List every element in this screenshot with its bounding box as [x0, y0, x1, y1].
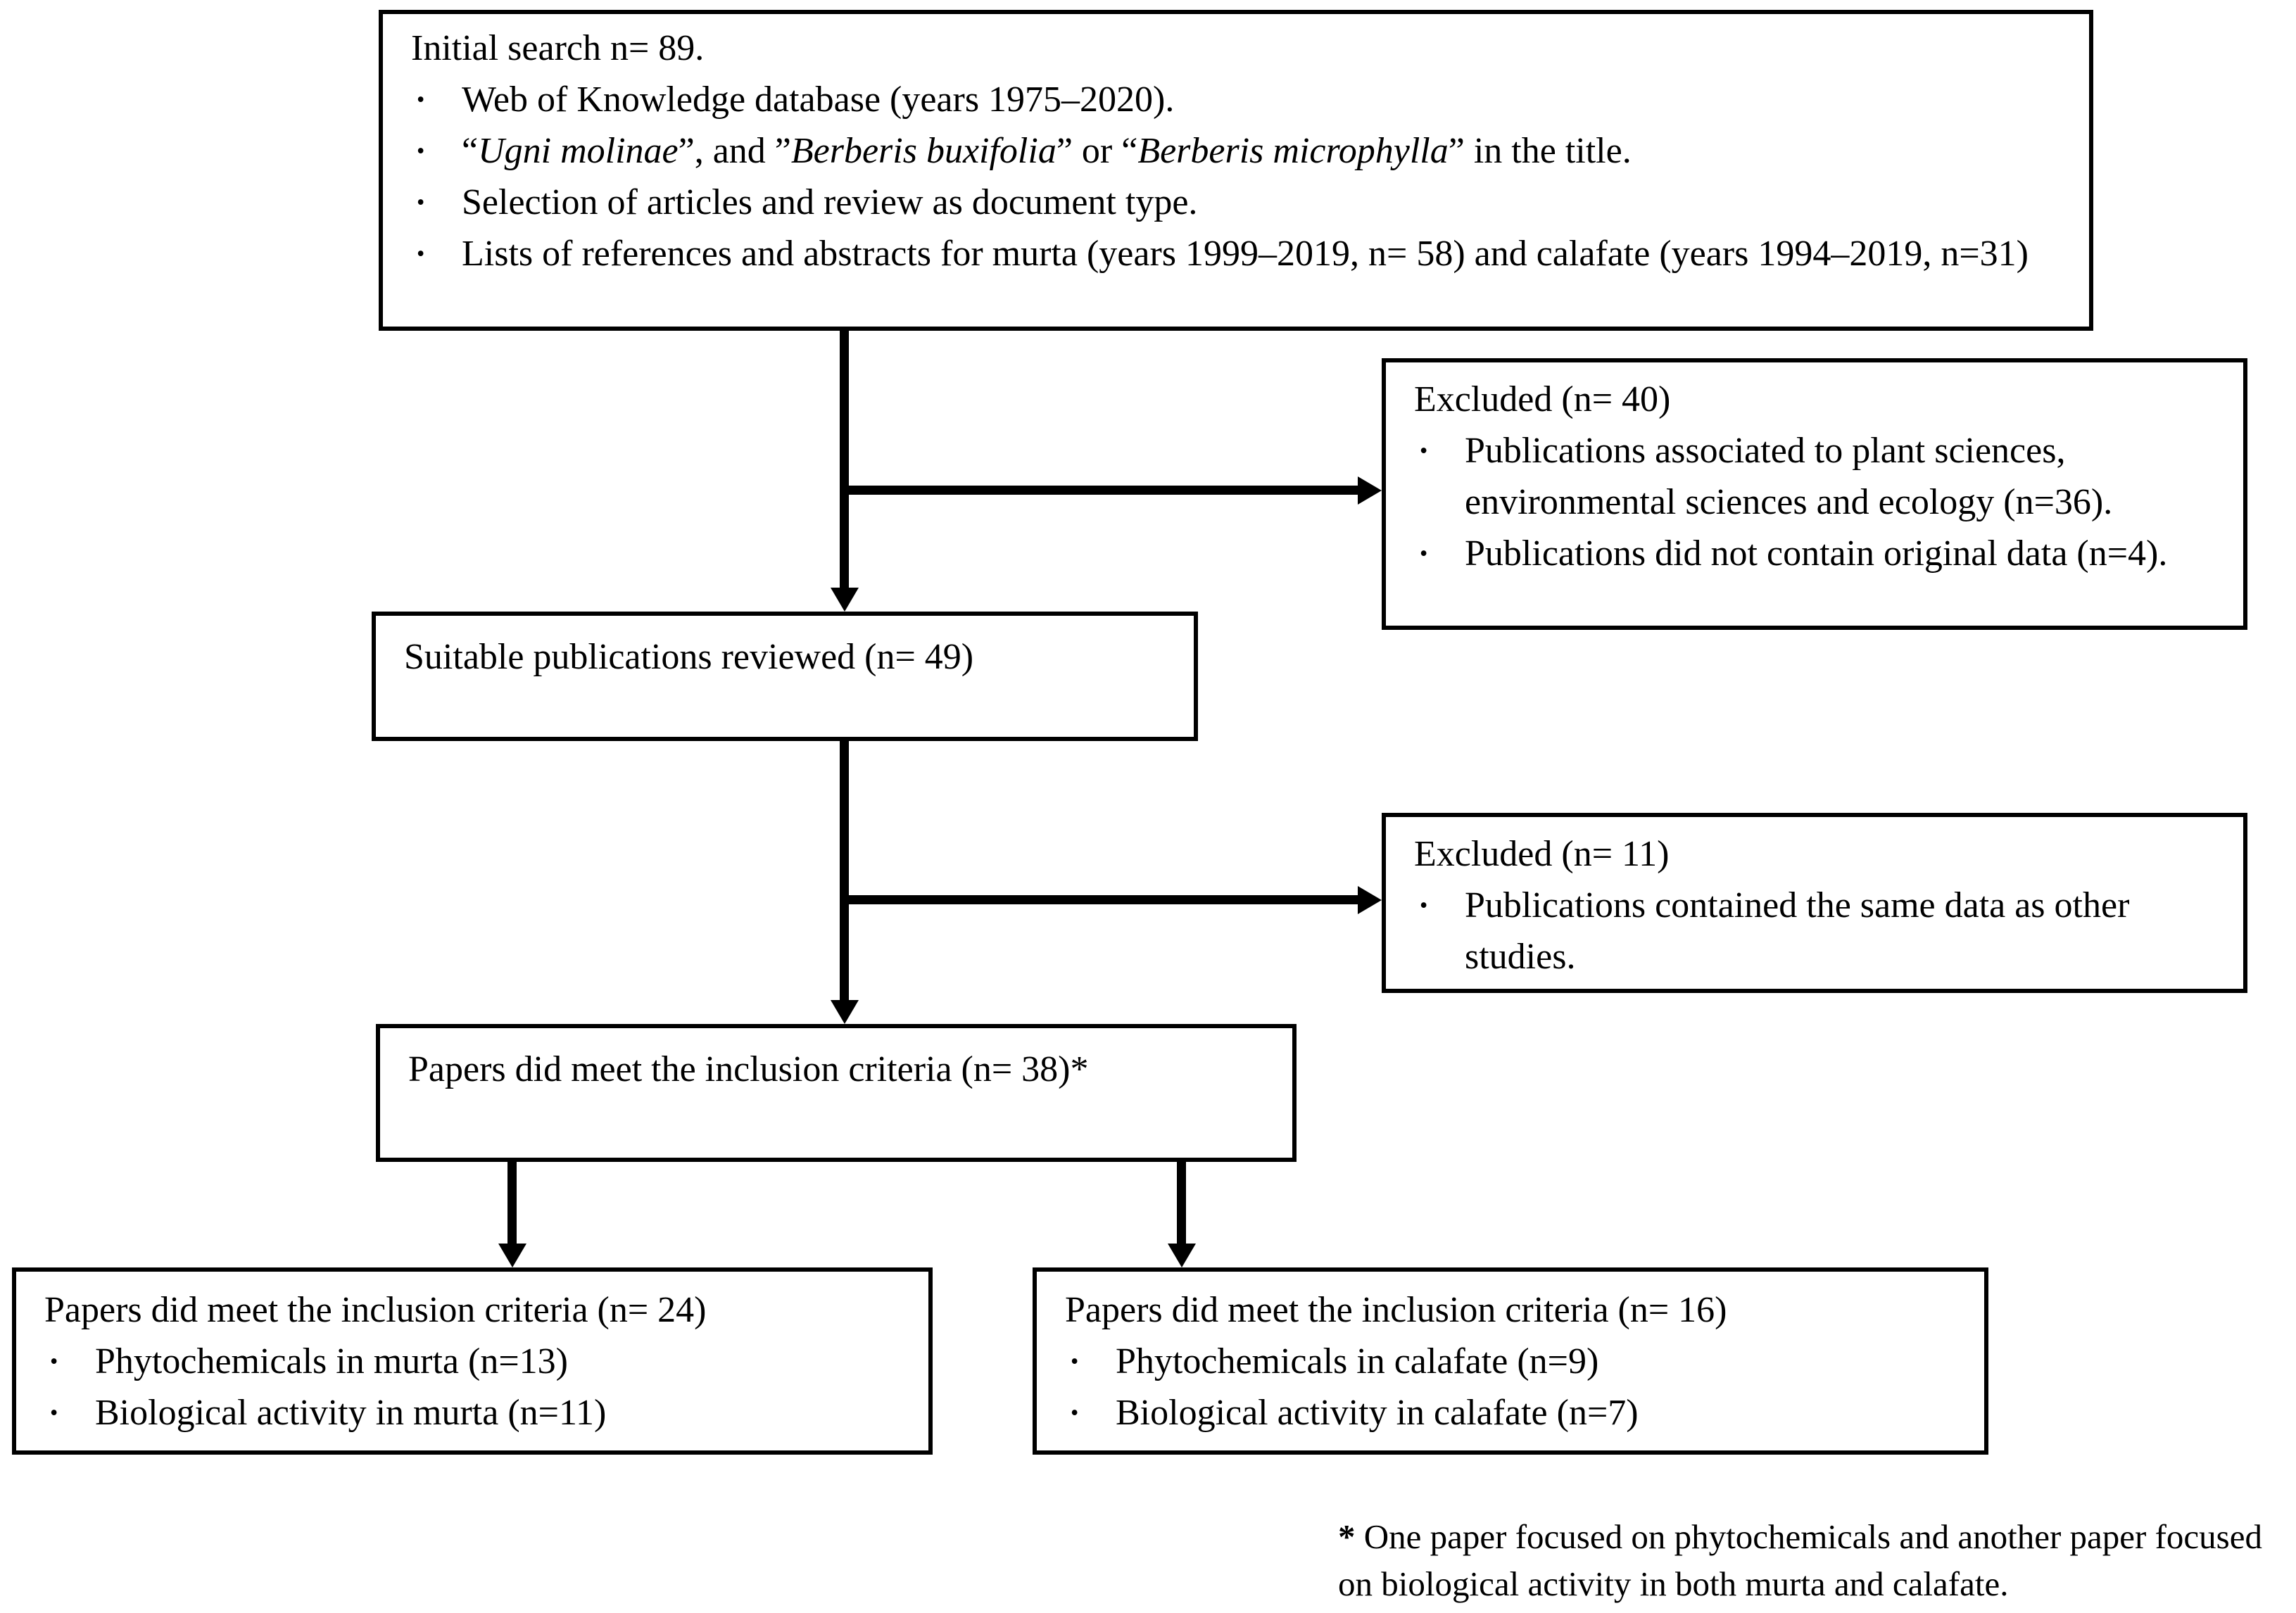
- bullet-dot: •: [417, 87, 425, 112]
- bullet-text: Biological activity in calafate (n=7): [1116, 1393, 1639, 1433]
- bullet-text: Biological activity in murta (n=11): [95, 1393, 607, 1433]
- connector-suitable-to-inclusion-line: [840, 740, 849, 1004]
- list-item: • Phytochemicals in murta (n=13): [44, 1336, 900, 1387]
- box-initial-search: Initial search n= 89. • Web of Knowledge…: [379, 10, 2093, 331]
- list-item: • “Ugni molinae”, and ”Berberis buxifoli…: [411, 125, 2061, 177]
- bullet-dot: •: [1420, 892, 1428, 918]
- connector-inclusion-to-calafate-line: [1177, 1160, 1186, 1246]
- box-inclusion-calafate-title: Papers did meet the inclusion criteria (…: [1065, 1290, 1727, 1330]
- bullet-dot: •: [50, 1348, 58, 1374]
- bullet-list: • Phytochemicals in murta (n=13) • Biolo…: [44, 1336, 900, 1438]
- bullet-text: Publications contained the same data as …: [1465, 885, 2130, 977]
- list-item: • Phytochemicals in calafate (n=9): [1065, 1336, 1956, 1387]
- bullet-text: Web of Knowledge database (years 1975–20…: [462, 80, 1175, 120]
- box-suitable-publications-title: Suitable publications reviewed (n= 49): [404, 637, 974, 677]
- bullet-text: “Ugni molinae”, and ”Berberis buxifolia”…: [462, 131, 1632, 171]
- box-excluded-first: Excluded (n= 40) • Publications associat…: [1382, 358, 2247, 630]
- bullet-text: Publications associated to plant science…: [1465, 431, 2113, 522]
- bullet-list: • Phytochemicals in calafate (n=9) • Bio…: [1065, 1336, 1956, 1438]
- bullet-dot: •: [1420, 438, 1428, 463]
- list-item: • Publications did not contain original …: [1414, 528, 2215, 579]
- bullet-text: Phytochemicals in murta (n=13): [95, 1341, 568, 1381]
- connector-inclusion-to-murta-line: [507, 1160, 517, 1246]
- box-inclusion-murta-title: Papers did meet the inclusion criteria (…: [44, 1290, 707, 1330]
- bullet-text: Lists of references and abstracts for mu…: [462, 234, 2029, 274]
- list-item: • Web of Knowledge database (years 1975–…: [411, 74, 2061, 125]
- footnote: * One paper focused on phytochemicals an…: [1338, 1517, 2262, 1603]
- arrowhead-down-icon: [1168, 1244, 1196, 1267]
- connector-branch-excluded-second-line: [840, 895, 1361, 904]
- bullet-text: Phytochemicals in calafate (n=9): [1116, 1341, 1599, 1381]
- box-excluded-first-title: Excluded (n= 40): [1414, 379, 1671, 419]
- box-suitable-publications: Suitable publications reviewed (n= 49): [372, 612, 1198, 741]
- bullet-dot: •: [50, 1400, 58, 1425]
- bullet-dot: •: [417, 241, 425, 266]
- list-item: • Selection of articles and review as do…: [411, 177, 2061, 228]
- bullet-list: • Publications associated to plant scien…: [1414, 425, 2215, 579]
- bullet-dot: •: [1420, 540, 1428, 566]
- list-item: • Publications contained the same data a…: [1414, 880, 2215, 982]
- arrowhead-down-icon: [498, 1244, 526, 1267]
- bullet-list: • Web of Knowledge database (years 1975–…: [411, 74, 2061, 279]
- bullet-text: Publications did not contain original da…: [1465, 533, 2168, 574]
- arrowhead-right-icon: [1358, 476, 1382, 505]
- box-inclusion-calafate: Papers did meet the inclusion criteria (…: [1033, 1267, 1988, 1455]
- box-initial-search-title: Initial search n= 89.: [411, 28, 705, 68]
- list-item: • Biological activity in murta (n=11): [44, 1387, 900, 1438]
- box-excluded-second: Excluded (n= 11) • Publications containe…: [1382, 813, 2247, 993]
- list-item: • Biological activity in calafate (n=7): [1065, 1387, 1956, 1438]
- bullet-dot: •: [1071, 1348, 1079, 1374]
- bullet-dot: •: [1071, 1400, 1079, 1425]
- connector-branch-excluded-first-line: [840, 486, 1361, 495]
- list-item: • Publications associated to plant scien…: [1414, 425, 2215, 528]
- bullet-text: Selection of articles and review as docu…: [462, 182, 1198, 222]
- list-item: • Lists of references and abstracts for …: [411, 228, 2061, 279]
- arrowhead-down-icon: [831, 1000, 859, 1024]
- arrowhead-right-icon: [1358, 886, 1382, 914]
- box-inclusion-murta: Papers did meet the inclusion criteria (…: [12, 1267, 933, 1455]
- box-inclusion-total-title: Papers did meet the inclusion criteria (…: [408, 1049, 1089, 1089]
- bullet-list: • Publications contained the same data a…: [1414, 880, 2215, 982]
- box-excluded-second-title: Excluded (n= 11): [1414, 834, 1670, 874]
- connector-initial-to-suitable-line: [840, 329, 849, 593]
- box-inclusion-total: Papers did meet the inclusion criteria (…: [376, 1024, 1297, 1162]
- bullet-dot: •: [417, 138, 425, 163]
- arrowhead-down-icon: [831, 588, 859, 612]
- bullet-dot: •: [417, 189, 425, 215]
